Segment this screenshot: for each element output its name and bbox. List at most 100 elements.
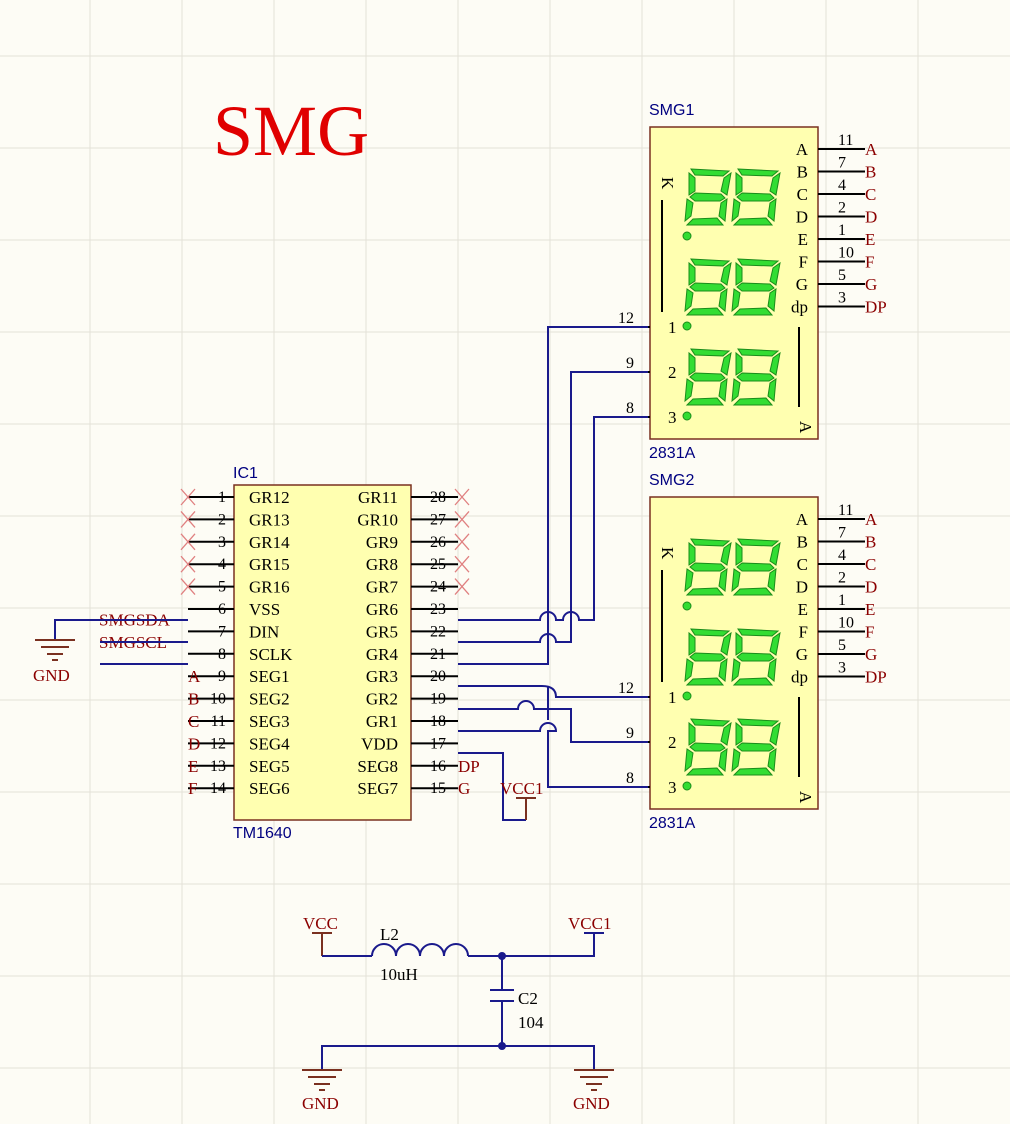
smg1-pin-name-d: D [796,208,808,227]
vcc1-label: VCC1 [568,914,611,933]
common-wires [54,326,648,821]
gnd-symbol-vss: GND [33,639,75,685]
smg2-pin-num: 1 [838,592,846,609]
ic-pin-27-name: GR10 [357,510,398,529]
smg2-com-name: 1 [668,688,677,707]
smg1-pin-num: 11 [838,132,853,149]
net-label-A: A [188,667,201,686]
smg1-net-g: G [865,275,877,294]
wire-gr3 [458,685,648,698]
smg2-pin-name-b: B [797,533,808,552]
display-segment [720,541,732,566]
display-segment [720,171,732,196]
display-segment [689,282,726,292]
smg1-com-name: 1 [668,318,677,337]
wire-gr1 [458,722,648,788]
no-connect-mark [454,555,470,573]
display-segment [685,587,725,596]
wire-gr6 [458,416,648,621]
smg1-pin-name-dp: dp [791,298,808,317]
display-segment [735,631,743,656]
ic-pin-25-number: 25 [430,556,446,573]
net-label-F: F [188,779,197,798]
no-connect-mark [180,578,196,596]
smg2-designator: SMG2 [649,472,694,489]
display-segment [735,261,743,286]
svg-text:GND: GND [33,666,70,685]
smg2-pin-num: 5 [838,637,846,654]
smg2-net-d: D [865,578,877,597]
ic-pin-4-name: GR15 [249,555,290,574]
ic-pin-10-name: SEG2 [249,690,290,709]
ic-pin-19-name: GR2 [366,690,398,709]
display-segment [690,348,731,357]
display-segment [769,631,781,656]
ic-pin-3-name: GR14 [249,533,290,552]
ic-pin-9-name: SEG1 [249,667,290,686]
ic-pin-13-number: 13 [210,758,226,775]
smg1-designator: SMG1 [649,102,694,119]
ic-pin-22-number: 22 [430,623,446,640]
ic-part-number: TM1640 [233,825,292,842]
smg1-pin-num: 7 [838,155,846,172]
ic-pin-5-number: 5 [218,579,226,596]
smg2-net-a: A [865,510,878,529]
no-connect-mark [180,488,196,506]
svg-text:VCC1: VCC1 [500,779,543,798]
smg1-pin-num: 3 [838,290,846,307]
vcc-label: VCC [303,914,338,933]
display-segment [735,351,743,376]
smg2-pin-num: 4 [838,547,846,564]
ic-pin-13-name: SEG5 [249,757,290,776]
display-segment [688,351,696,376]
net-label-g: G [458,779,470,798]
display-segment [690,628,731,637]
display-segment [735,541,743,566]
gnd-label-2: GND [573,1094,610,1113]
display-segment [737,168,780,177]
ic-pin-1-name: GR12 [249,488,290,507]
ic-pin-5-name: GR16 [249,578,290,597]
smg1-pin-name-c: C [797,185,808,204]
display-segment [731,288,741,313]
net-label-B: B [188,690,199,709]
no-connect-mark [454,533,470,551]
decimal-point [682,411,692,421]
ic-pin-9-number: 9 [218,668,226,685]
smg1-k-label: K [658,177,677,190]
display-segment [736,192,775,202]
ic-pin-16-name: SEG8 [357,757,398,776]
no-connect-mark [454,488,470,506]
smg2-net-f: F [865,623,874,642]
smg2-com-name: 3 [668,778,677,797]
smg2-pin-num: 11 [838,502,853,519]
no-connect-mark [454,510,470,528]
smg2-net-b: B [865,533,876,552]
display-segment [737,628,780,637]
smg2-a-label: A [796,791,815,804]
display-segment [769,541,781,566]
ic-pin-25-name: GR8 [366,555,398,574]
ic-pin-21-number: 21 [430,646,446,663]
ic-pin-24-number: 24 [430,579,446,596]
ic-pin-21-name: GR4 [366,645,399,664]
display-segment [736,562,775,572]
smg2-net-g: G [865,645,877,664]
display-segment [689,652,726,662]
ic-pin-15-name: SEG7 [357,779,398,798]
display-segment [731,658,741,683]
smg2-pin-num: 10 [838,615,854,632]
smg1-net-f: F [865,253,874,272]
smg1-pin-name-f: F [799,253,808,272]
schematic-title: SMG [213,91,369,171]
smg2-com-num: 8 [626,770,634,787]
display-segment [769,261,781,286]
display-segment [769,721,781,746]
ic-pin-16-number: 16 [430,758,446,775]
display-segment [732,587,774,596]
smg2-pin-name-g: G [796,645,808,664]
ic-pin-7-number: 7 [218,623,226,640]
